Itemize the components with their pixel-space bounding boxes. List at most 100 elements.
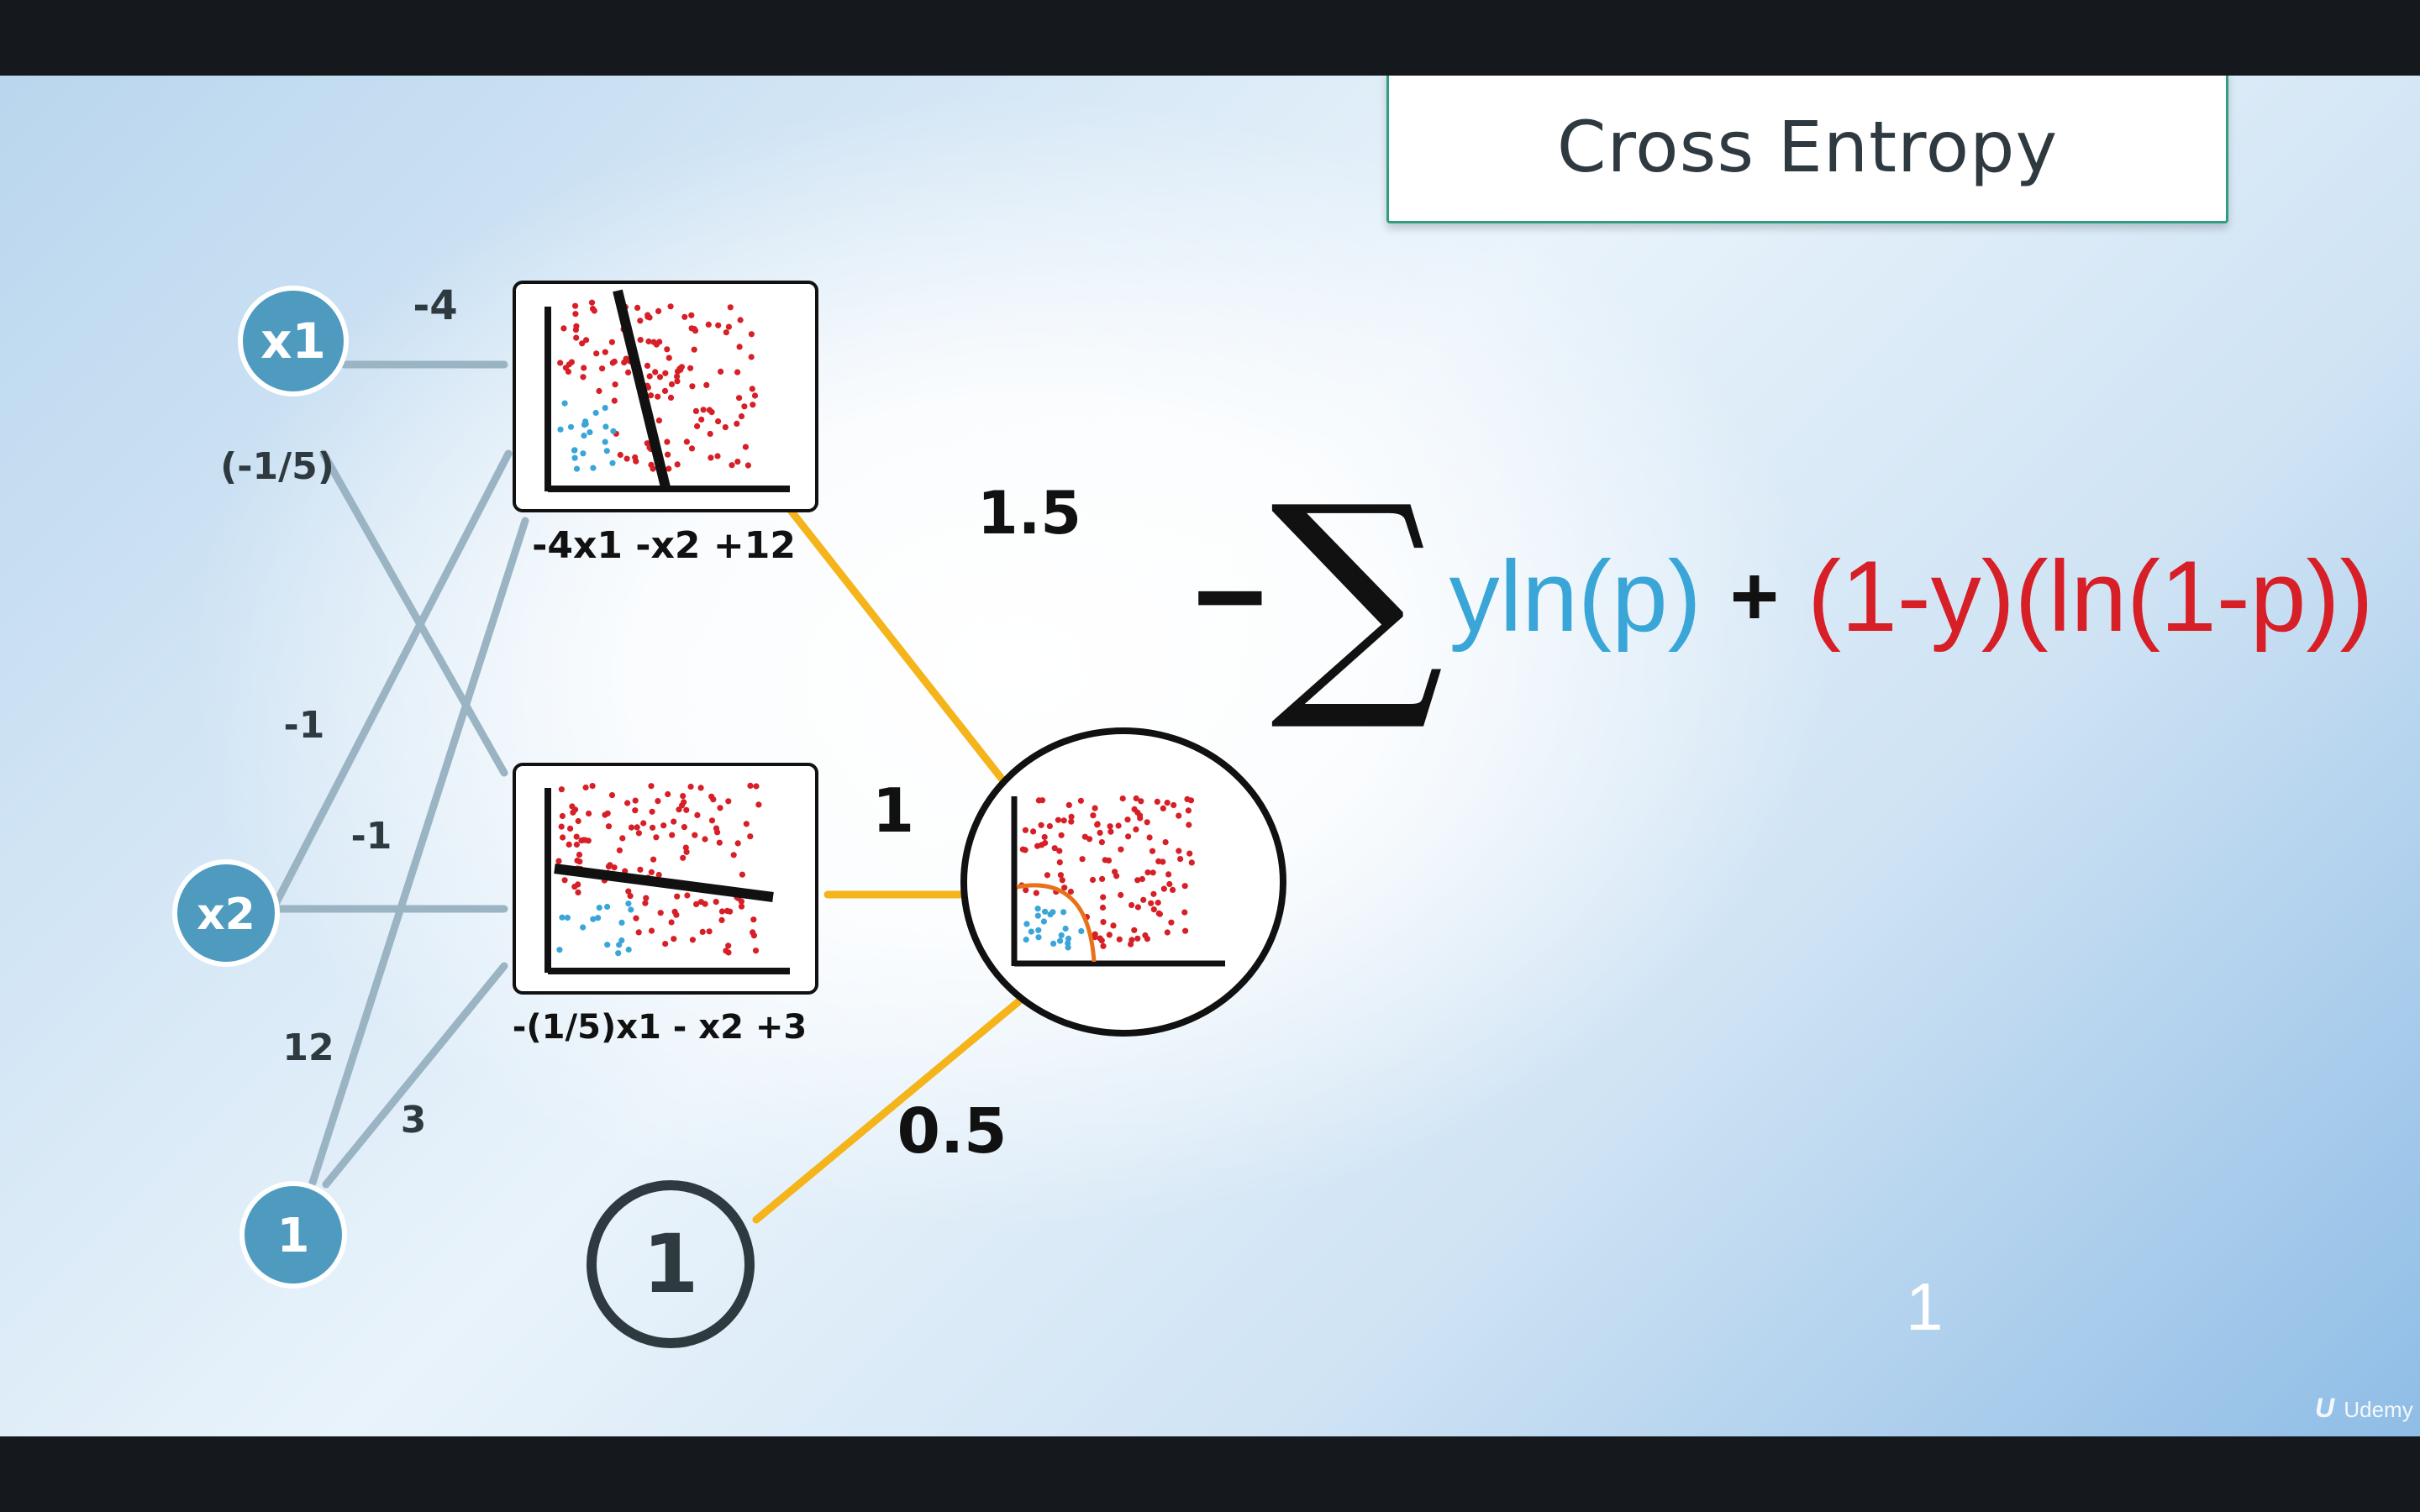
scatter-point: [1034, 912, 1041, 919]
scatter-point: [618, 919, 625, 926]
scatter-point: [1057, 872, 1064, 879]
scatter-point: [576, 851, 583, 858]
scatter-point: [574, 857, 581, 864]
scatter-point: [1035, 927, 1042, 933]
scatter-point: [1160, 858, 1166, 865]
output-weight-label: 1.5: [977, 479, 1081, 548]
scatter-point: [661, 387, 669, 394]
scatter-point: [589, 783, 596, 790]
scatter-point: [655, 307, 662, 314]
scatter-point: [699, 928, 706, 935]
scatter-point: [588, 299, 596, 306]
weight-label: 12: [282, 1026, 334, 1069]
scatter-point: [683, 848, 690, 855]
scatter-point: [605, 864, 613, 870]
scatter-point: [710, 796, 717, 803]
scatter-point: [665, 451, 671, 458]
scatter-point: [644, 362, 651, 369]
scatter-point: [650, 856, 657, 863]
scatter-point: [580, 924, 587, 931]
scatter-point: [570, 809, 576, 816]
scatter-point: [1181, 883, 1188, 890]
scatter-point: [1100, 894, 1107, 900]
scatter-point: [581, 837, 588, 843]
scatter-point: [632, 454, 639, 461]
scatter-point: [1028, 928, 1034, 935]
scatter-point: [1099, 904, 1107, 911]
scatter-point: [562, 365, 570, 371]
scatter-point: [750, 932, 758, 939]
scatter-point: [1140, 896, 1147, 903]
scatter-point: [671, 818, 677, 825]
scatter-point: [653, 341, 660, 348]
scatter-point: [738, 413, 745, 420]
scatter-point: [1142, 932, 1149, 939]
scatter-point: [665, 790, 671, 798]
edge-h1-out: [781, 500, 1009, 787]
scatter-point: [662, 941, 669, 948]
scatter-point: [1067, 888, 1074, 895]
scatter-point: [603, 448, 610, 454]
scatter-point: [571, 447, 578, 454]
scatter-point: [1148, 900, 1155, 906]
scatter-point: [655, 871, 662, 879]
scatter-point: [617, 451, 623, 459]
scatter-point: [572, 311, 579, 318]
scatter-point: [1041, 833, 1048, 841]
scatter-point: [602, 423, 609, 430]
scatter-point: [567, 423, 575, 430]
scatter-point: [602, 405, 608, 412]
scatter-point: [1131, 927, 1138, 933]
output-weight-label: 0.5: [897, 1095, 1007, 1168]
scatter-point: [1160, 805, 1166, 812]
scatter-point: [671, 936, 677, 942]
scatter-point: [604, 942, 611, 948]
scatter-point: [1042, 908, 1049, 915]
scatter-point: [1098, 839, 1105, 846]
scatter-point: [1034, 906, 1041, 912]
scatter-point: [596, 905, 602, 911]
scatter-point: [723, 329, 729, 336]
scatter-point: [1022, 827, 1028, 833]
scatter-point: [1138, 798, 1144, 805]
scatter-point: [557, 426, 564, 433]
scatter-point: [608, 792, 616, 799]
scatter-point: [694, 423, 701, 429]
scatter-point: [723, 907, 731, 914]
scatter-point: [1137, 812, 1144, 819]
input-node-label: x1: [260, 312, 326, 370]
scatter-point: [692, 407, 700, 414]
scatter-point: [714, 829, 721, 836]
scatter-point: [1068, 813, 1075, 820]
scatter-point: [734, 840, 741, 847]
scatter-point: [1100, 919, 1107, 926]
scatter-point: [1156, 911, 1163, 917]
scatter-point: [1044, 872, 1050, 879]
scatter-point: [1128, 901, 1135, 909]
scatter-point: [700, 407, 707, 413]
scatter-point: [666, 354, 672, 361]
output-bias-label: 1: [643, 1217, 699, 1311]
plot-points: [555, 782, 762, 957]
scatter-point: [734, 459, 741, 465]
edge-bias-h2: [322, 962, 508, 1189]
scatter-point: [706, 928, 713, 935]
scatter-point: [1058, 932, 1065, 938]
scatter-point: [744, 462, 752, 469]
scatter-point: [674, 461, 681, 468]
scatter-point: [1188, 859, 1195, 866]
scatter-point: [1185, 807, 1192, 814]
scatter-point: [558, 823, 565, 830]
scatter-point: [609, 459, 616, 466]
scatter-point: [586, 810, 592, 817]
scatter-point: [1079, 856, 1086, 863]
scatter-point: [1035, 797, 1042, 804]
scatter-point: [1056, 848, 1063, 854]
scatter-point: [692, 328, 699, 334]
scatter-point: [668, 381, 676, 388]
scatter-point: [714, 453, 721, 459]
scatter-point: [1042, 839, 1049, 847]
output-weight-label: 1: [872, 775, 914, 846]
scatter-point: [734, 369, 741, 375]
output-node: [960, 727, 1286, 1037]
